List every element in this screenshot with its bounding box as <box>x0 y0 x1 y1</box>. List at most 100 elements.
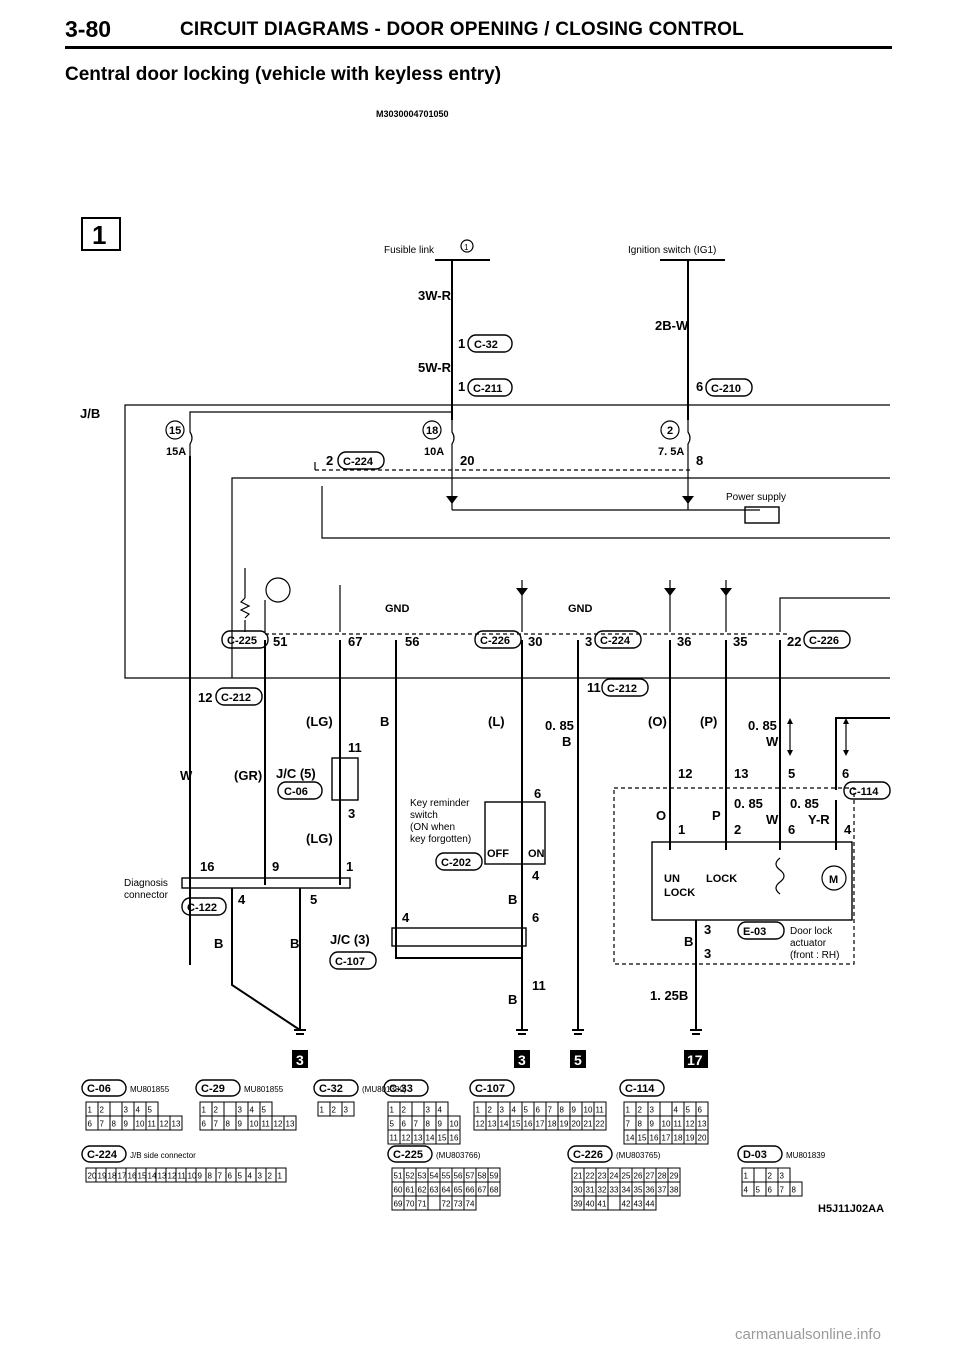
connector-pin-number: 3 <box>344 1106 349 1115</box>
fuse-18-id: 18 <box>426 425 438 437</box>
connector-pin-number: 11 <box>674 1120 683 1129</box>
connector-pin-number: 12 <box>168 1172 177 1181</box>
connector-pin-number: 1 <box>320 1106 325 1115</box>
connector-pin-number: 17 <box>536 1120 545 1129</box>
connector-pin-number: 6 <box>402 1120 407 1129</box>
connector-c226-tag-1 <box>474 630 522 649</box>
connector-pin-number: 10 <box>188 1172 197 1181</box>
key-reminder-label-1: Key reminder <box>410 798 470 809</box>
connector-pin-number: 10 <box>136 1120 145 1129</box>
connector-c210-label: C-210 <box>711 383 741 395</box>
ground-ref-3a <box>292 1050 308 1068</box>
internal-transistor <box>265 577 291 603</box>
connector-pin-number: 13 <box>172 1120 181 1129</box>
connector-pin-number: 7 <box>548 1106 553 1115</box>
connector-pin-number: 7 <box>414 1120 419 1129</box>
connector-pin-number: 4 <box>248 1172 253 1181</box>
connector-pin-number: 2 <box>214 1106 219 1115</box>
connector-pin-number: 13 <box>414 1134 423 1143</box>
diagnosis-connector <box>181 877 351 889</box>
connector-view-tag <box>81 1079 127 1097</box>
connector-pin-number: 62 <box>418 1186 427 1195</box>
connector-pin-number: 25 <box>622 1172 631 1181</box>
pin-8: 8 <box>696 453 703 468</box>
connector-pin-number: 20 <box>88 1172 97 1181</box>
pin-3: 3 <box>585 634 592 649</box>
connector-pin-number: 10 <box>450 1120 459 1129</box>
pin-51: 51 <box>273 634 287 649</box>
pin-jc5-11: 11 <box>348 740 362 755</box>
wire-y-r <box>835 717 890 790</box>
door-lock-label-3: (front : RH) <box>790 950 839 961</box>
connector-pin-number: 58 <box>478 1172 487 1181</box>
connector-view-id: C-32 <box>319 1083 343 1095</box>
connector-pin-number: 17 <box>662 1134 671 1143</box>
connector-pin-number: 74 <box>466 1200 475 1209</box>
connector-pin-number: 19 <box>686 1134 695 1143</box>
power-supply-line <box>321 486 890 539</box>
pin-9: 9 <box>272 859 279 874</box>
connector-pin-number: 22 <box>596 1120 605 1129</box>
connector-pin-number: 16 <box>450 1134 459 1143</box>
fuse-2-circle <box>660 420 680 440</box>
connector-view-id: C-114 <box>625 1083 655 1095</box>
pin-6: 6 <box>842 766 849 781</box>
connector-view-part: MU801855 <box>244 1085 284 1094</box>
connector-pin-cell <box>607 1195 621 1211</box>
connector-c107-tag <box>329 951 377 970</box>
connector-pin-number: 40 <box>586 1200 595 1209</box>
connector-pin-cell <box>659 1101 673 1117</box>
connector-pin-number: 23 <box>598 1172 607 1181</box>
connector-pin-number: 22 <box>586 1172 595 1181</box>
connector-pin-number: 17 <box>118 1172 127 1181</box>
connector-pin-number: 8 <box>560 1106 565 1115</box>
connector-pin-number: 4 <box>136 1106 141 1115</box>
connector-c225-label: C-225 <box>227 635 257 647</box>
wire-b-label: B <box>380 714 389 729</box>
connector-pin-number: 60 <box>394 1186 403 1195</box>
connector-pin-number: 14 <box>500 1120 509 1129</box>
connector-pin-cell <box>283 1115 297 1131</box>
diagnosis-label-1: Diagnosis <box>124 878 168 889</box>
connector-pin-number: 3 <box>238 1106 243 1115</box>
connector-c212-label-1: C-212 <box>221 692 251 704</box>
internal-wire-7 <box>779 597 890 632</box>
fuse-2-rating: 7. 5A <box>658 446 684 458</box>
jc5-block <box>331 757 359 801</box>
connector-view-tag <box>567 1145 613 1163</box>
connector-view-tag <box>81 1145 127 1163</box>
wire-085-yr-1: 0. 85 <box>790 796 819 811</box>
connector-e03-tag <box>737 921 785 940</box>
connector-c224-label-2: C-224 <box>600 635 631 647</box>
connector-pin-number: 16 <box>524 1120 533 1129</box>
section-title: Central door locking (vehicle with keyle… <box>65 64 502 85</box>
connector-pin-number: 15 <box>512 1120 521 1129</box>
connector-pin-cell <box>593 1115 607 1131</box>
key-reminder-label-3: (ON when <box>410 822 455 833</box>
wire-085b-label-2: B <box>562 734 571 749</box>
connector-c06-label: C-06 <box>284 786 308 798</box>
diode-1 <box>446 496 458 504</box>
connector-pin-number: 5 <box>524 1106 529 1115</box>
connector-view-id: D-03 <box>743 1149 767 1161</box>
connector-pin-number: 28 <box>658 1172 667 1181</box>
jc3-label: J/C (3) <box>330 932 370 947</box>
wire-y-r-label: Y-R <box>808 812 830 827</box>
pin-c32-1: 1 <box>458 336 465 351</box>
connector-pin-number: 12 <box>686 1120 695 1129</box>
fuse-15-symbol <box>189 420 193 456</box>
connector-view-tag <box>737 1145 783 1163</box>
pin-20: 20 <box>460 453 474 468</box>
connector-pin-number: 57 <box>466 1172 475 1181</box>
actuator-motor-label: M <box>829 874 838 886</box>
connector-pin-number: 20 <box>572 1120 581 1129</box>
connector-c202-label: C-202 <box>441 857 471 869</box>
connector-pin-cell <box>275 1167 287 1183</box>
connector-pin-number: 4 <box>744 1186 749 1195</box>
connector-c32-tag <box>467 334 513 353</box>
connector-c114-tag <box>843 781 891 800</box>
connector-pin-number: 19 <box>560 1120 569 1129</box>
connector-pin-number: 4 <box>250 1106 255 1115</box>
fuse-2-id: 2 <box>667 425 673 437</box>
